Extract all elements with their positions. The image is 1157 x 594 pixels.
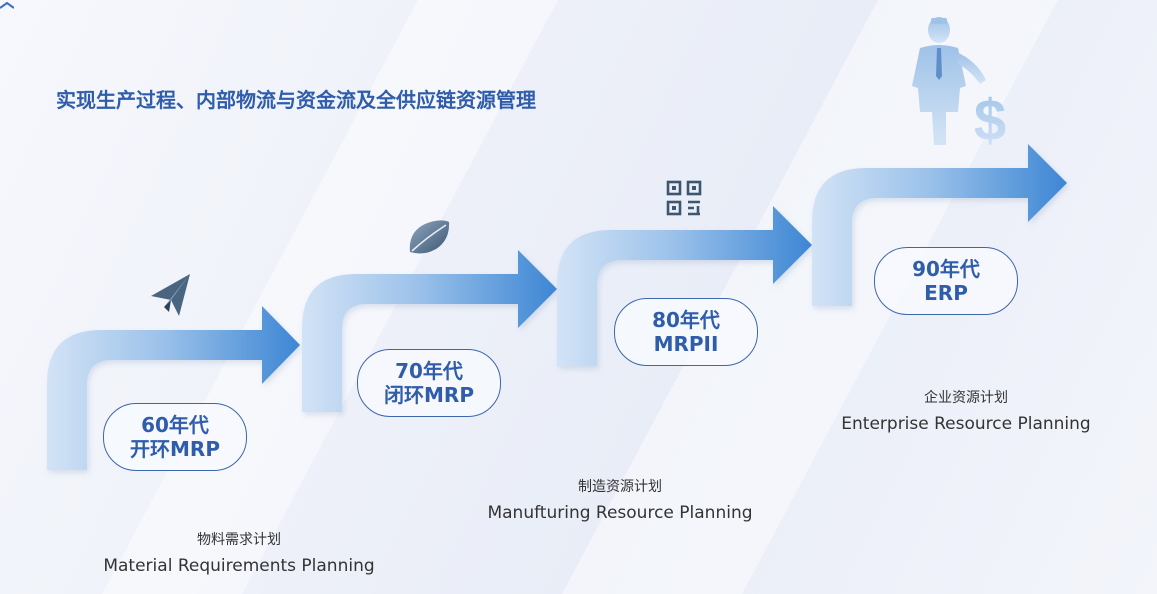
step-arrow-4 (812, 144, 1067, 306)
caption-mrp: 物料需求计划 Material Requirements Planning (103, 530, 374, 578)
businessman-dollar-icon: $ (912, 17, 1006, 153)
step-arrow-2 (302, 250, 557, 412)
stage-name: MRPII (653, 332, 719, 356)
step-arrow-1 (47, 306, 300, 470)
caption-zh: 企业资源计划 (923, 390, 1008, 406)
stage-era: 70年代 (395, 359, 463, 383)
caption-zh: 物料需求计划 (196, 532, 281, 548)
caption-zh: 制造资源计划 (577, 479, 662, 495)
step-arrow-3 (557, 206, 812, 366)
stage-pill-70s: 70年代 闭环MRP (357, 349, 501, 417)
paper-plane-icon (151, 274, 190, 316)
caption-en: Enterprise Resource Planning (841, 414, 1091, 434)
stage-name: ERP (924, 281, 968, 305)
corner-mark (0, 1, 14, 9)
stage-pill-60s: 60年代 开环MRP (103, 403, 247, 471)
caption-en: Manufturing Resource Planning (487, 503, 753, 523)
stage-era: 60年代 (141, 413, 209, 437)
caption-mrpii: 制造资源计划 Manufturing Resource Planning (487, 477, 752, 525)
stage-pill-80s: 80年代 MRPII (614, 298, 758, 366)
caption-erp: 企业资源计划 Enterprise Resource Planning (841, 388, 1090, 436)
stage-era: 80年代 (652, 308, 720, 332)
svg-text:$: $ (974, 88, 1006, 153)
caption-en: Material Requirements Planning (103, 556, 375, 576)
stage-name: 闭环MRP (384, 383, 474, 407)
stage-name: 开环MRP (130, 437, 220, 461)
stage-era: 90年代 (912, 257, 980, 281)
leaf-icon (409, 220, 450, 254)
stage-pill-90s: 90年代 ERP (874, 247, 1018, 315)
headline: 实现生产过程、内部物流与资金流及全供应链资源管理 (56, 88, 536, 112)
qr-code-icon (666, 180, 702, 216)
